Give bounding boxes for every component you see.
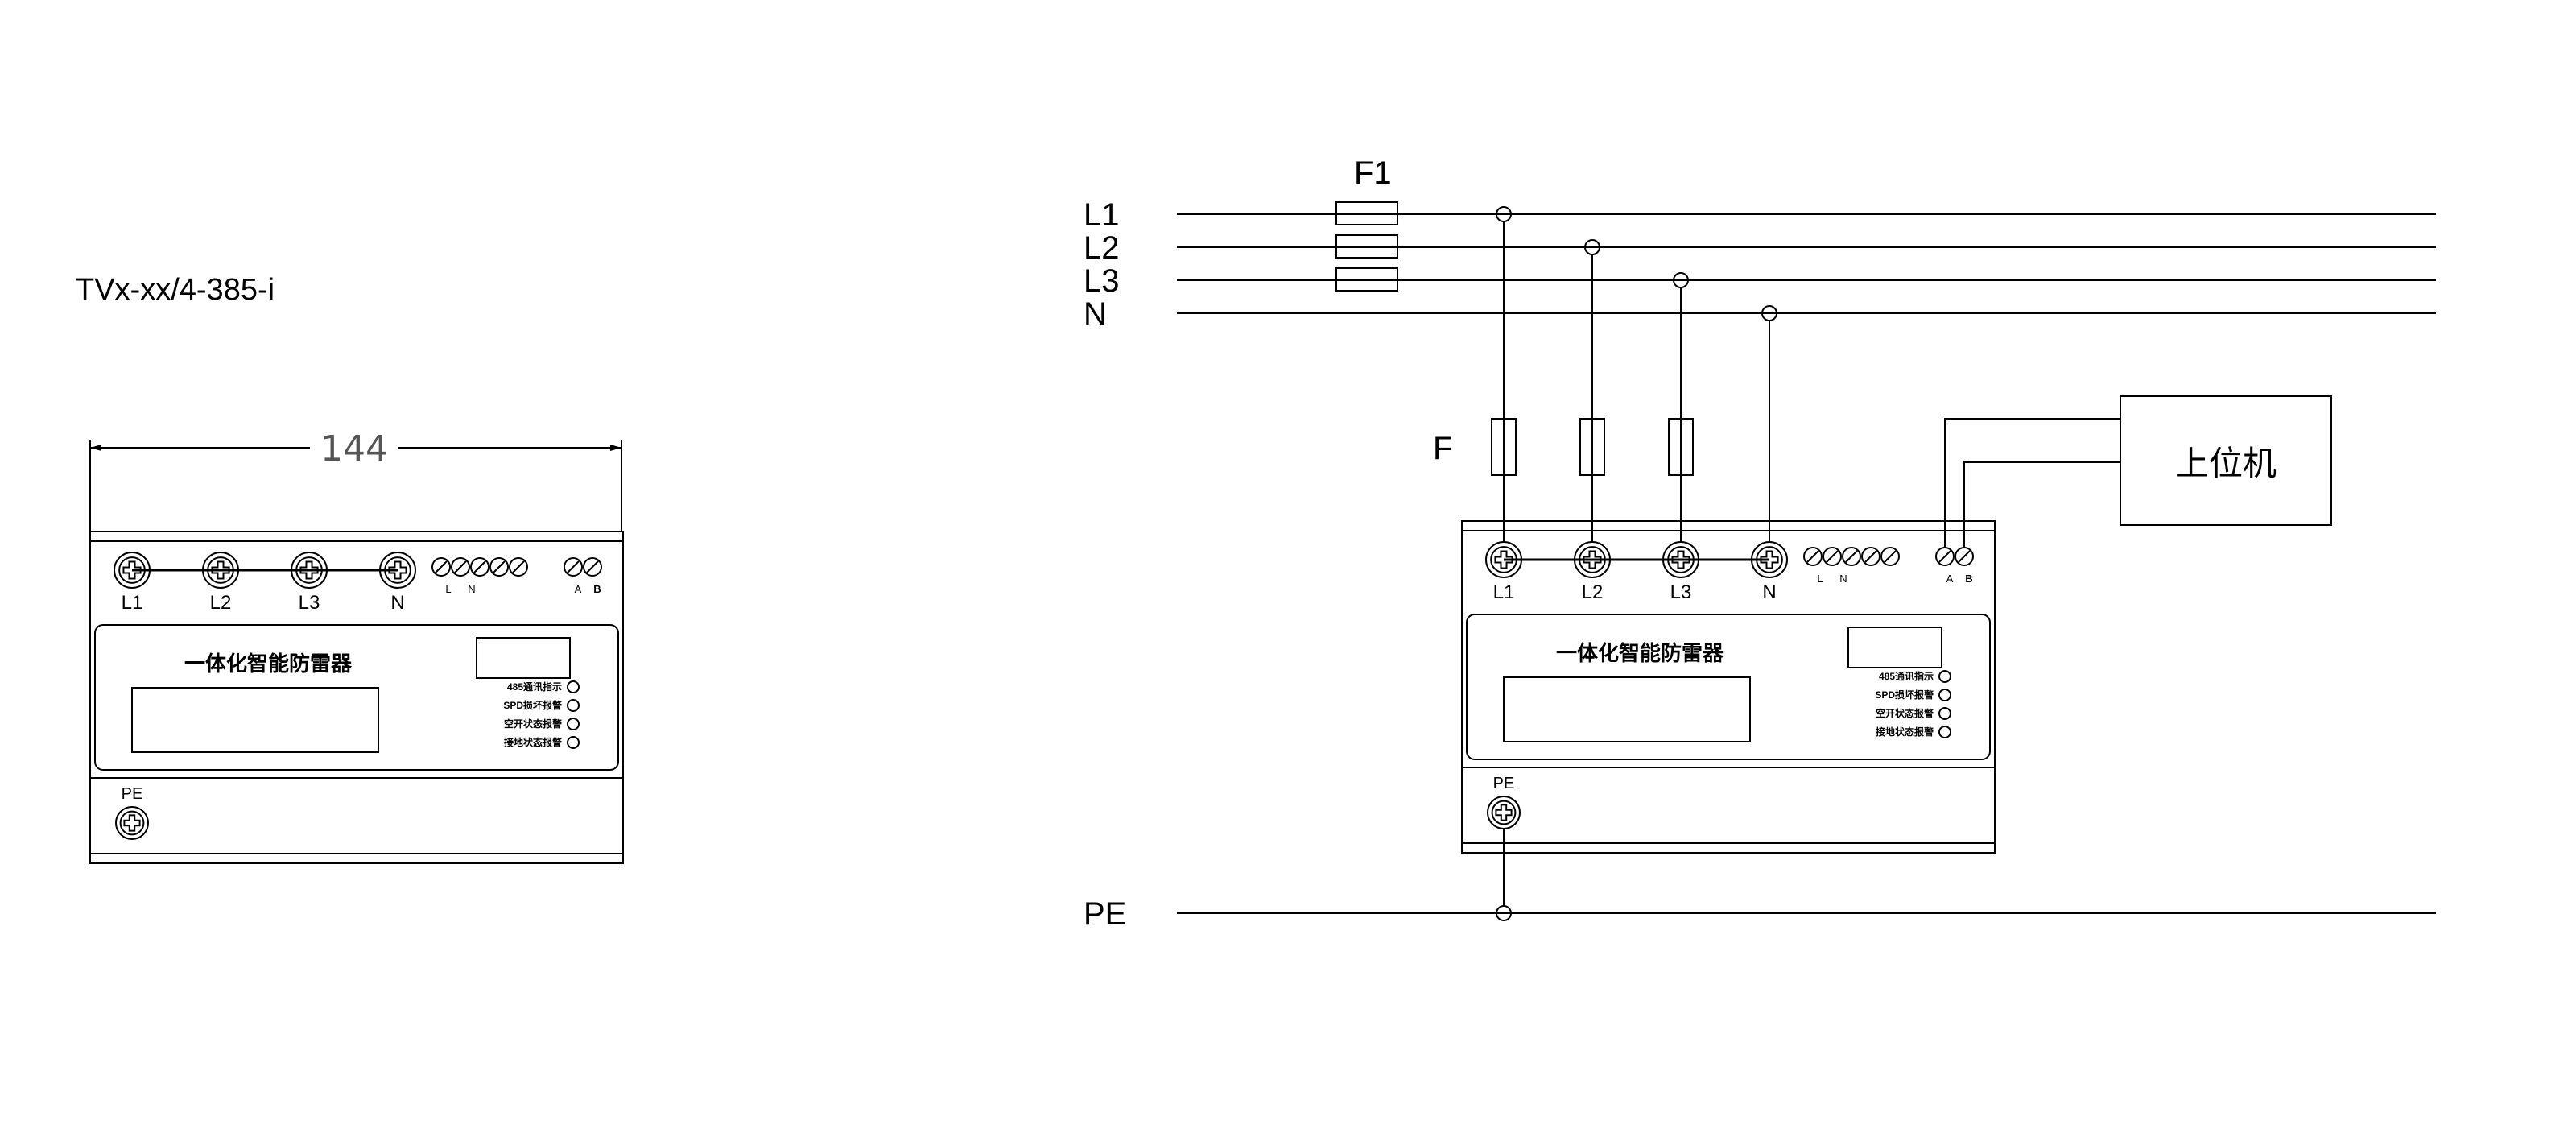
right-signal-terminal-5 xyxy=(1880,547,1900,566)
left-signal-terminal-3 xyxy=(470,557,489,577)
right-signal-terminal-1 xyxy=(1803,547,1823,566)
right-indicator-label-4: 接地状态报警 xyxy=(1876,726,1934,738)
right-indicator-label-1: 485通讯指示 xyxy=(1879,670,1934,682)
left-terminal-label-2: L2 xyxy=(210,592,232,614)
left-lcd-display xyxy=(131,687,379,753)
right-signal-label-n: N xyxy=(1839,573,1847,585)
left-pe-label: PE xyxy=(122,785,143,803)
right-terminal-label-3: L3 xyxy=(1670,581,1692,603)
fuse-main-l3 xyxy=(1335,267,1398,292)
left-signal-terminal-5 xyxy=(509,557,528,577)
host-computer-label: 上位机 xyxy=(2175,444,2277,483)
left-signal-label-l: L xyxy=(445,583,451,595)
right-indicator-led-2 xyxy=(1938,689,1951,701)
bus-label-l3: L3 xyxy=(1084,263,1120,299)
left-comm-terminal-a xyxy=(564,557,583,577)
left-terminal-label-1: L1 xyxy=(122,592,143,614)
left-comm-label-b: B xyxy=(593,583,601,595)
fuse-main-label: F1 xyxy=(1354,155,1392,191)
left-signal-terminal-2 xyxy=(451,557,470,577)
left-signal-label-n: N xyxy=(468,583,475,595)
fuse-branch-label: F xyxy=(1433,431,1452,466)
right-signal-terminal-4 xyxy=(1861,547,1880,566)
left-terminal-2 xyxy=(202,552,239,589)
left-comm-terminal-b xyxy=(583,557,602,577)
right-comm-label-b: B xyxy=(1965,573,1972,585)
host-computer-box xyxy=(2120,395,2332,526)
bus-label-n: N xyxy=(1084,296,1107,332)
right-body xyxy=(1461,520,1996,854)
comm-wire-b xyxy=(1963,461,2120,548)
left-terminal-label-4: N xyxy=(390,592,404,614)
left-indicator-label-4: 接地状态报警 xyxy=(504,736,562,748)
bus-label-l1: L1 xyxy=(1084,197,1120,233)
fuse-main-l2 xyxy=(1335,234,1398,259)
fuse-main-l1 xyxy=(1335,201,1398,225)
left-terminal-4 xyxy=(379,552,416,589)
left-indicator-led-3 xyxy=(567,718,580,730)
right-comm-label-a: A xyxy=(1946,573,1954,585)
bus-label-pe: PE xyxy=(1084,896,1126,932)
right-front-panel xyxy=(1466,614,1991,760)
left-status-window xyxy=(476,637,571,679)
wiring-connections xyxy=(1491,206,2120,921)
left-terminal-3 xyxy=(291,552,328,589)
right-pe-label: PE xyxy=(1493,775,1515,792)
right-indicator-led-4 xyxy=(1938,726,1951,738)
bus-label-l2: L2 xyxy=(1084,230,1120,266)
left-terminal-label-3: L3 xyxy=(299,592,320,614)
right-terminal-1 xyxy=(1485,541,1522,578)
dimension-label: 144 xyxy=(320,428,388,469)
left-indicator-label-1: 485通讯指示 xyxy=(507,680,562,693)
comm-wire-a xyxy=(1944,418,2120,548)
right-signal-label-l: L xyxy=(1817,573,1823,585)
right-status-window xyxy=(1847,627,1942,668)
left-indicator-led-1 xyxy=(567,680,580,693)
right-indicator-led-3 xyxy=(1938,707,1951,720)
right-indicator-label-3: 空开状态报警 xyxy=(1876,707,1934,719)
right-signal-terminal-2 xyxy=(1823,547,1842,566)
left-body xyxy=(89,531,624,864)
right-terminal-label-2: L2 xyxy=(1582,581,1604,603)
right-indicator-led-1 xyxy=(1938,670,1951,683)
left-comm-label-a: A xyxy=(575,583,582,595)
left-indicator-label-2: SPD损坏报警 xyxy=(503,699,562,711)
right-indicator-label-2: SPD损坏报警 xyxy=(1875,689,1934,701)
left-signal-terminal-1 xyxy=(431,557,451,577)
dimension-144: 144 xyxy=(89,428,622,531)
right-pe-terminal xyxy=(1487,796,1521,829)
left-device-title: 一体化智能防雷器 xyxy=(184,651,353,676)
right-lcd-display xyxy=(1503,676,1751,742)
right-terminal-label-4: N xyxy=(1762,581,1776,603)
pe-junction xyxy=(1496,905,1512,921)
left-pe-terminal xyxy=(115,806,149,840)
left-indicator-led-4 xyxy=(567,736,580,749)
fuse-branch-1 xyxy=(1491,418,1517,476)
right-device-title: 一体化智能防雷器 xyxy=(1556,641,1724,665)
left-signal-terminal-4 xyxy=(489,557,509,577)
right-terminal-label-1: L1 xyxy=(1493,581,1515,603)
fuse-branch-3 xyxy=(1668,418,1694,476)
model-label: TVx-xx/4-385-i xyxy=(76,273,275,307)
fuse-branch-2 xyxy=(1579,418,1605,476)
right-signal-terminal-3 xyxy=(1842,547,1861,566)
left-front-panel xyxy=(94,624,619,771)
left-terminal-1 xyxy=(114,552,151,589)
left-indicator-led-2 xyxy=(567,699,580,712)
left-indicator-label-3: 空开状态报警 xyxy=(504,718,562,730)
